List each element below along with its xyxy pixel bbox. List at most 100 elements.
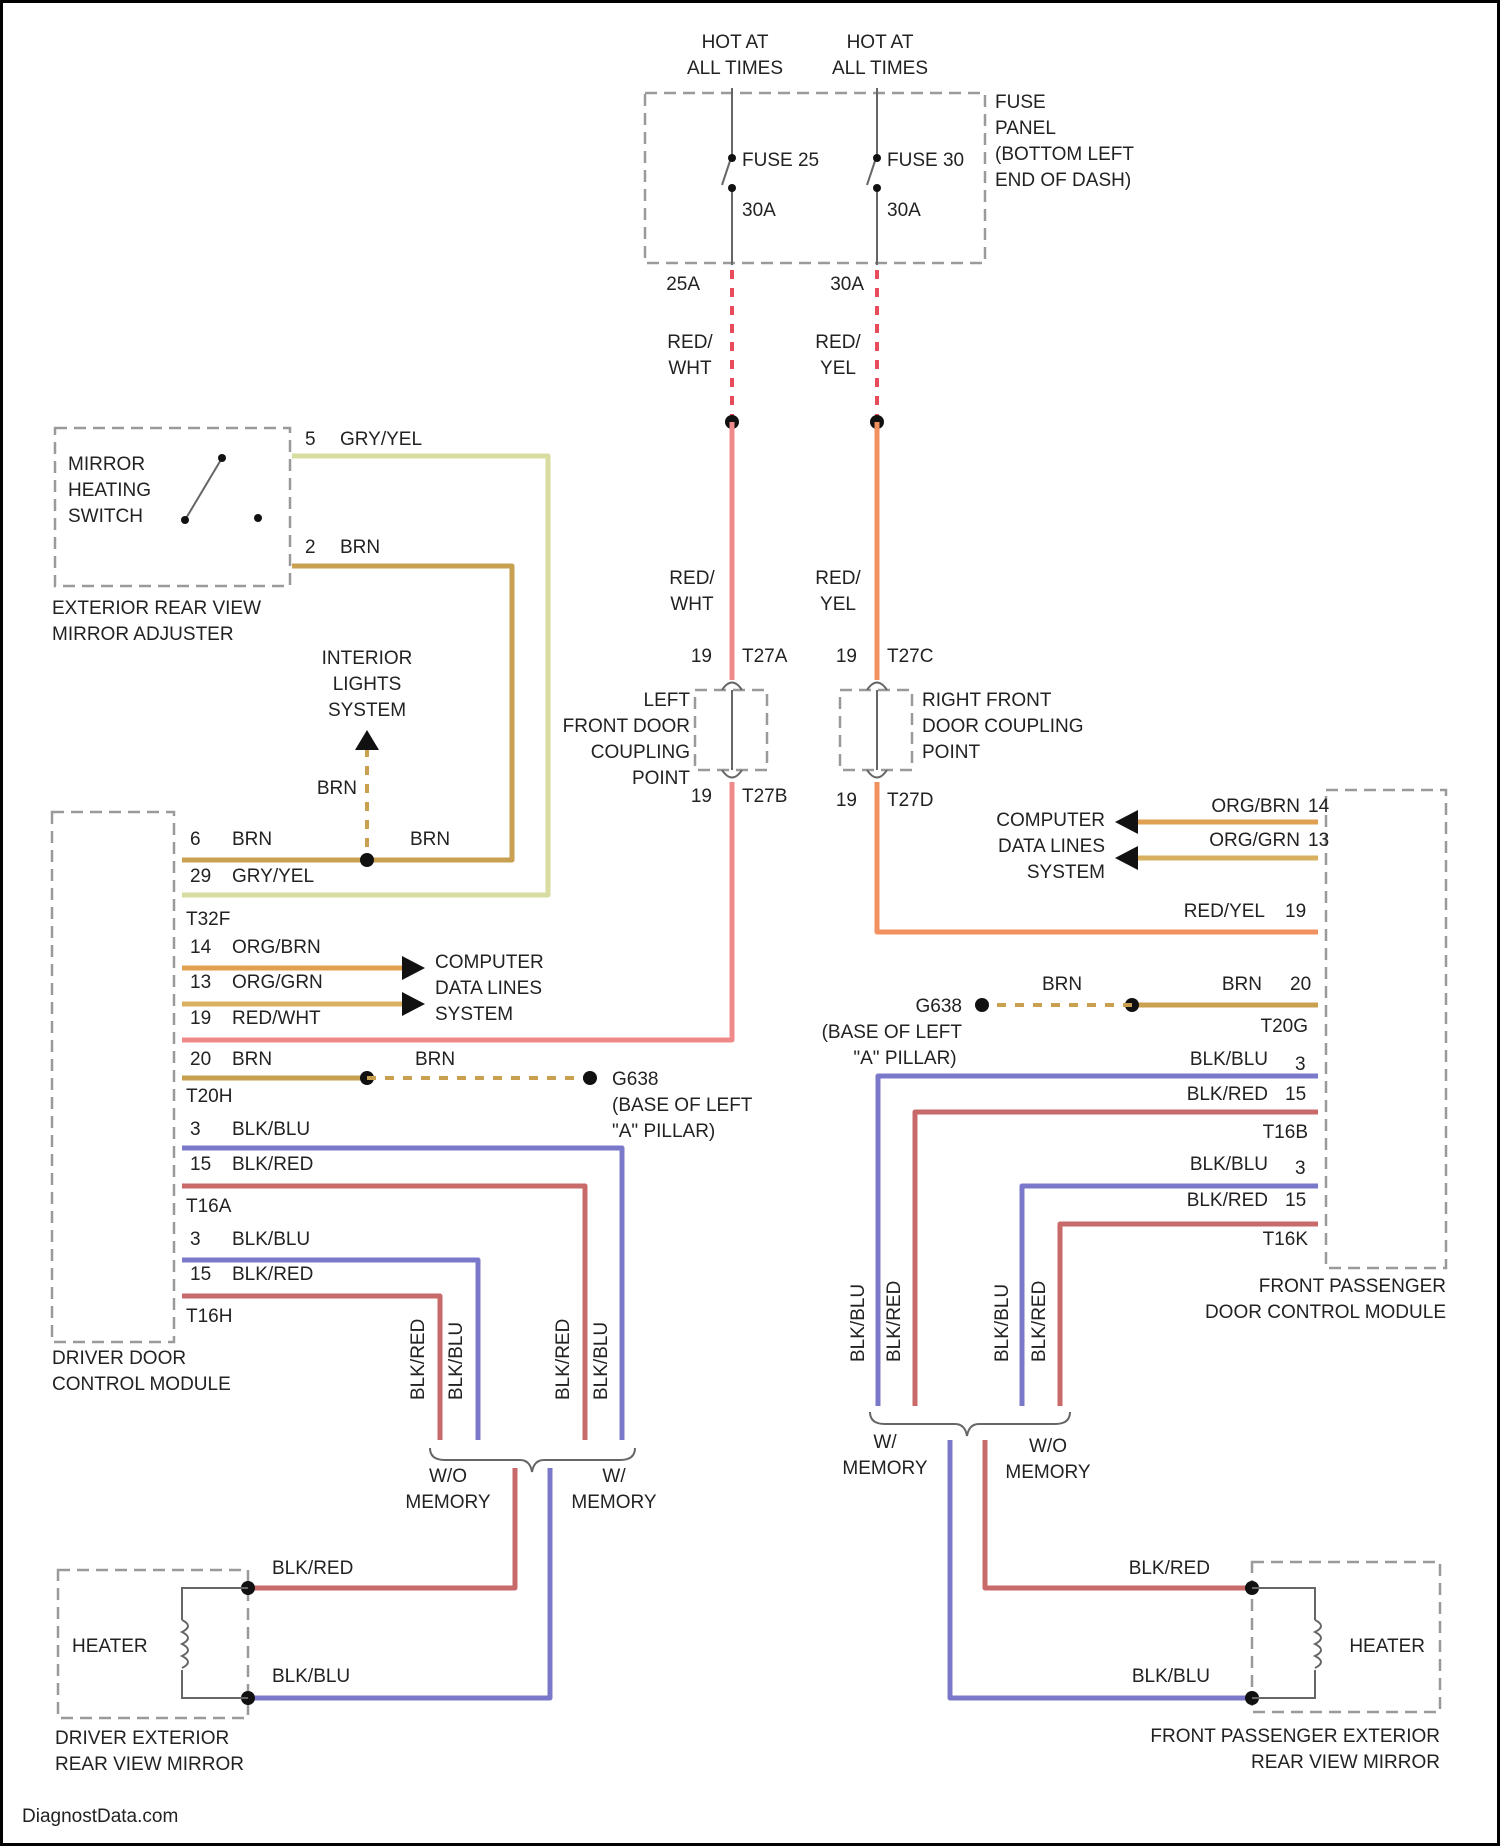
right-coupling-top-conn: T27C: [887, 646, 933, 667]
left-coupling-bot-conn: T27B: [742, 786, 787, 807]
driver-w-memory-2: MEMORY: [571, 1492, 656, 1513]
wire-label-redwht-2a: RED/: [669, 568, 715, 589]
wire-label-blkred-dmirror: BLK/RED: [272, 1558, 353, 1579]
driver-pin-6: 6: [190, 829, 201, 850]
passenger-heater-label: HEATER: [1349, 1636, 1425, 1657]
right-coupling-label-2: DOOR COUPLING: [922, 716, 1084, 737]
mirror-switch-contact: [254, 514, 262, 522]
splice-brn-interior: [360, 853, 374, 867]
interior-lights-label-1: INTERIOR: [322, 648, 413, 669]
wire-label-blkblu-d3a: BLK/BLU: [232, 1119, 310, 1140]
ground-left-loc-2: "A" PILLAR): [612, 1121, 715, 1142]
left-coupling-top-conn: T27A: [742, 646, 788, 667]
arrow-data-lines-left-1: [402, 956, 425, 980]
ground-left-id: G638: [612, 1069, 658, 1090]
hot-left-line2: ALL TIMES: [687, 58, 783, 79]
fuse-left-node-top: [728, 154, 736, 162]
driver-data-lines-label-2: DATA LINES: [435, 978, 542, 999]
passenger-wo-memory-2: MEMORY: [1005, 1462, 1090, 1483]
wire-label-brn-adjuster: BRN: [410, 829, 450, 850]
passenger-data-lines-label-2: DATA LINES: [998, 836, 1105, 857]
mirror-adjuster-title-1: EXTERIOR REAR VIEW: [52, 598, 261, 619]
fuse-panel-label-4: END OF DASH): [995, 170, 1131, 191]
passenger-heater-leads: [1252, 1588, 1315, 1698]
passenger-mirror-title-1: FRONT PASSENGER EXTERIOR: [1150, 1726, 1440, 1747]
wire-label-brn-dground: BRN: [415, 1049, 455, 1070]
wire-label-redyel-1a: RED/: [815, 332, 861, 353]
arrow-data-lines-left-2: [402, 992, 425, 1016]
mirror-adjuster-title-2: MIRROR ADJUSTER: [52, 624, 234, 645]
hot-right-line1: HOT AT: [847, 32, 914, 53]
wire-label-blkblu-p3b: BLK/BLU: [1190, 1049, 1268, 1070]
mirror-switch-top: [218, 454, 226, 462]
wire-label-vert-d3: BLK/RED: [553, 1319, 574, 1400]
passenger-pin-3b: 3: [1295, 1054, 1306, 1075]
wire-label-gryyel-d29: GRY/YEL: [232, 866, 314, 887]
wire-label-vert-p1: BLK/BLU: [848, 1284, 869, 1362]
wire-label-blkred-d15h: BLK/RED: [232, 1264, 313, 1285]
driver-data-lines-label-3: SYSTEM: [435, 1004, 513, 1025]
driver-module-title-2: CONTROL MODULE: [52, 1374, 231, 1395]
passenger-w-memory-2: MEMORY: [842, 1458, 927, 1479]
ground-left-point: [583, 1071, 597, 1085]
driver-wo-memory-2: MEMORY: [405, 1492, 490, 1513]
arrow-data-lines-right-2: [1115, 846, 1138, 870]
passenger-module-title-2: DOOR CONTROL MODULE: [1205, 1302, 1446, 1323]
interior-lights-label-2: LIGHTS: [333, 674, 402, 695]
wire-label-brn-d6: BRN: [232, 829, 272, 850]
fuse-right-node-top: [873, 154, 881, 162]
driver-module-box: [52, 812, 174, 1342]
passenger-conn-t16k: T16K: [1263, 1229, 1309, 1250]
wire-label-redyel-2b: YEL: [820, 594, 856, 615]
passenger-pin-13: 13: [1308, 830, 1329, 851]
wire-label-brn-1: BRN: [340, 537, 380, 558]
wire-label-blkred-p15b: BLK/RED: [1187, 1084, 1268, 1105]
passenger-pin-14: 14: [1308, 796, 1330, 817]
right-coupling-top-pin-label: 19: [836, 646, 857, 667]
left-coupling-label-4: POINT: [632, 768, 690, 789]
ground-left-loc-1: (BASE OF LEFT: [612, 1095, 753, 1116]
mirror-adjuster-pin5: 5: [305, 429, 316, 450]
mirror-switch-label-2: HEATING: [68, 480, 151, 501]
driver-conn-t16h: T16H: [186, 1306, 232, 1327]
driver-pin-19: 19: [190, 1008, 211, 1029]
wire-label-blkblu-dmirror: BLK/BLU: [272, 1666, 350, 1687]
wire-label-redyel-1b: YEL: [820, 358, 856, 379]
wire-label-brn-interior: BRN: [317, 778, 357, 799]
driver-mirror-title-1: DRIVER EXTERIOR: [55, 1728, 229, 1749]
wire-label-vert-d1: BLK/RED: [408, 1319, 429, 1400]
wire-blkblu-passenger-t16b: [878, 1076, 1318, 1406]
passenger-module-box: [1326, 790, 1446, 1268]
driver-conn-t16a: T16A: [186, 1196, 232, 1217]
fuse-left-name: FUSE 25: [742, 150, 819, 171]
arrow-data-lines-right-1: [1115, 810, 1138, 834]
driver-wo-memory-1: W/O: [429, 1466, 467, 1487]
driver-w-memory-1: W/: [602, 1466, 626, 1487]
left-coupling-label-2: FRONT DOOR: [563, 716, 690, 737]
wire-label-gryyel-1: GRY/YEL: [340, 429, 422, 450]
mirror-switch-pivot: [181, 516, 189, 524]
wire-label-blkred-d15a: BLK/RED: [232, 1154, 313, 1175]
wire-label-blkblu-d3h: BLK/BLU: [232, 1229, 310, 1250]
wire-label-orgbrn-d14: ORG/BRN: [232, 937, 321, 958]
fuse-panel-label-1: FUSE: [995, 92, 1046, 113]
driver-pin-14: 14: [190, 937, 212, 958]
passenger-conn-t16b: T16B: [1263, 1122, 1308, 1143]
driver-pin-15a: 15: [190, 1154, 211, 1175]
wire-blkblu-driver-mirror: [248, 1468, 550, 1698]
mirror-switch-label-3: SWITCH: [68, 506, 143, 527]
passenger-mirror-title-2: REAR VIEW MIRROR: [1251, 1752, 1440, 1773]
interior-lights-label-3: SYSTEM: [328, 700, 406, 721]
wire-label-vert-p4: BLK/RED: [1029, 1281, 1050, 1362]
fuse-left-amp: 30A: [742, 200, 776, 221]
wire-label-brn-pground: BRN: [1042, 974, 1082, 995]
wire-label-orgbrn-p14: ORG/BRN: [1211, 796, 1300, 817]
passenger-data-lines-label-3: SYSTEM: [1027, 862, 1105, 883]
driver-heater-leads: [182, 1588, 248, 1698]
passenger-pin-20: 20: [1290, 974, 1311, 995]
wire-label-vert-p3: BLK/BLU: [992, 1284, 1013, 1362]
passenger-wo-memory-1: W/O: [1029, 1436, 1067, 1457]
passenger-pin-15k: 15: [1285, 1190, 1306, 1211]
driver-mirror-title-2: REAR VIEW MIRROR: [55, 1754, 244, 1775]
fuse-right-amp: 30A: [887, 200, 921, 221]
